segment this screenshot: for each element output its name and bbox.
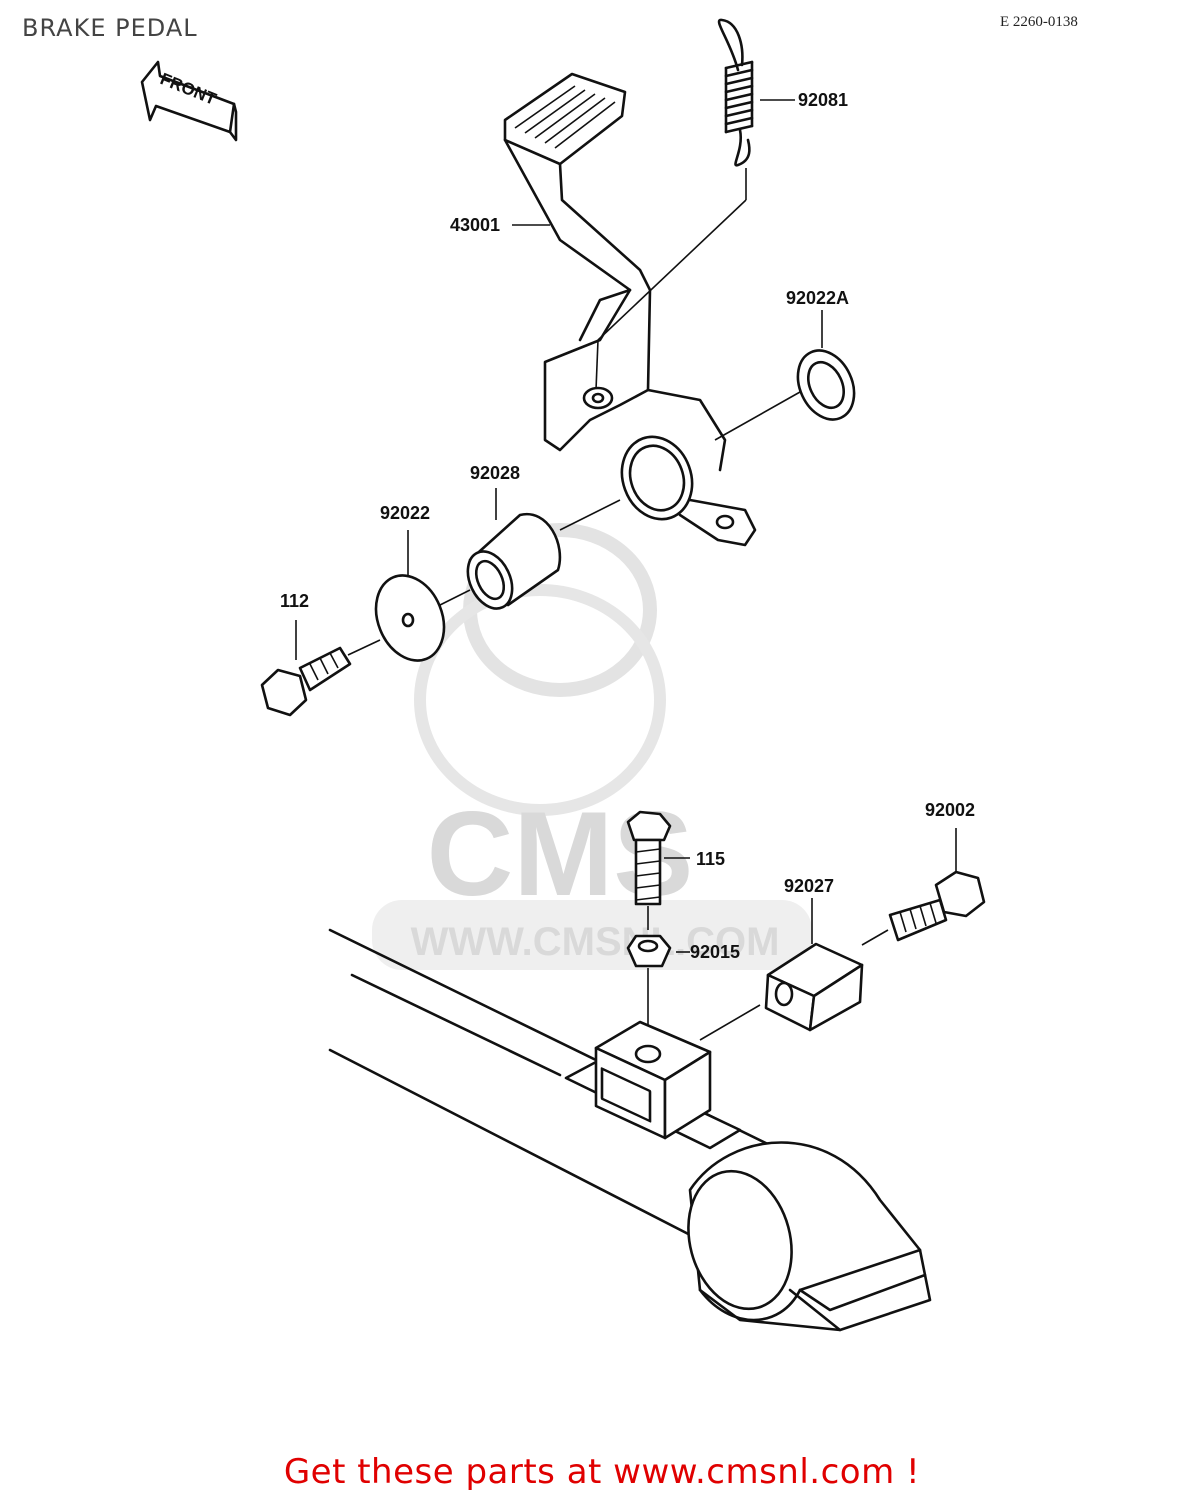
shop-link[interactable]: Get these parts at www.cmsnl.com ! xyxy=(283,1452,921,1492)
pedal-pivot-bolt xyxy=(260,620,381,717)
pedal-stopper xyxy=(699,898,864,1041)
part-number-labels: 92081 43001 92022A 92028 92022 112 115 9… xyxy=(280,90,975,962)
return-spring xyxy=(595,18,754,391)
part-number-92028: 92028 xyxy=(470,463,520,483)
diagram-reference-code: E 2260-0138 xyxy=(1000,14,1078,30)
pivot-sleeve xyxy=(466,488,621,610)
part-number-92027: 92027 xyxy=(784,876,834,896)
part-number-92022: 92022 xyxy=(380,503,430,523)
page-title: BRAKE PEDAL xyxy=(22,14,198,42)
part-number-115: 115 xyxy=(696,849,725,869)
frame-tube xyxy=(328,928,932,1332)
lock-nut xyxy=(626,934,690,1040)
brake-pedal xyxy=(503,72,757,547)
pivot-washer xyxy=(374,530,471,662)
part-number-92081: 92081 xyxy=(798,90,848,110)
part-number-92022a: 92022A xyxy=(786,288,849,308)
bracket-bolt xyxy=(626,810,690,930)
part-number-92015: 92015 xyxy=(690,942,740,962)
cms-watermark: CMS WWW.CMSNL.COM xyxy=(372,523,812,970)
stopper-bolt xyxy=(861,828,986,946)
part-number-43001: 43001 xyxy=(450,215,500,235)
part-number-92002: 92002 xyxy=(925,800,975,820)
pivot-seal xyxy=(714,310,856,441)
watermark-url: WWW.CMSNL.COM xyxy=(411,920,780,964)
front-arrow-icon: FRONT xyxy=(140,60,238,142)
part-number-112: 112 xyxy=(280,591,309,611)
